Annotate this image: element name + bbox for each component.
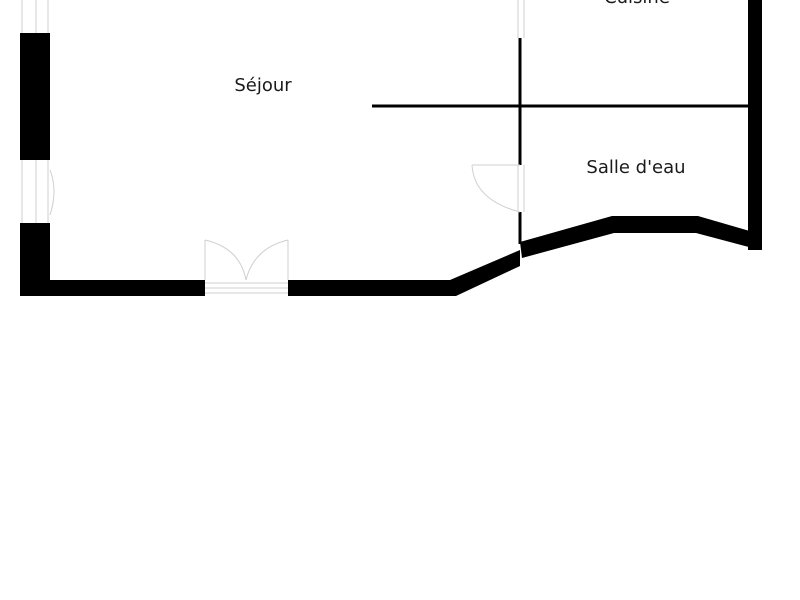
wall-left-upper [20,33,50,160]
wall-bottom-left [20,280,205,296]
wall-bathroom-bottom [520,216,760,258]
interior-partitions [372,38,748,244]
wall-right [748,0,762,250]
room-label-salle-eau: Salle d'eau [586,157,685,178]
room-label-sejour: Séjour [234,75,292,96]
room-label-cuisine: Cuisine [604,0,670,8]
wall-bottom-right [288,250,520,296]
exterior-walls [20,0,762,296]
windows-left [21,0,55,223]
entrance-door [204,239,289,294]
bathroom-door [471,164,525,213]
cuisine-opening [517,0,525,38]
